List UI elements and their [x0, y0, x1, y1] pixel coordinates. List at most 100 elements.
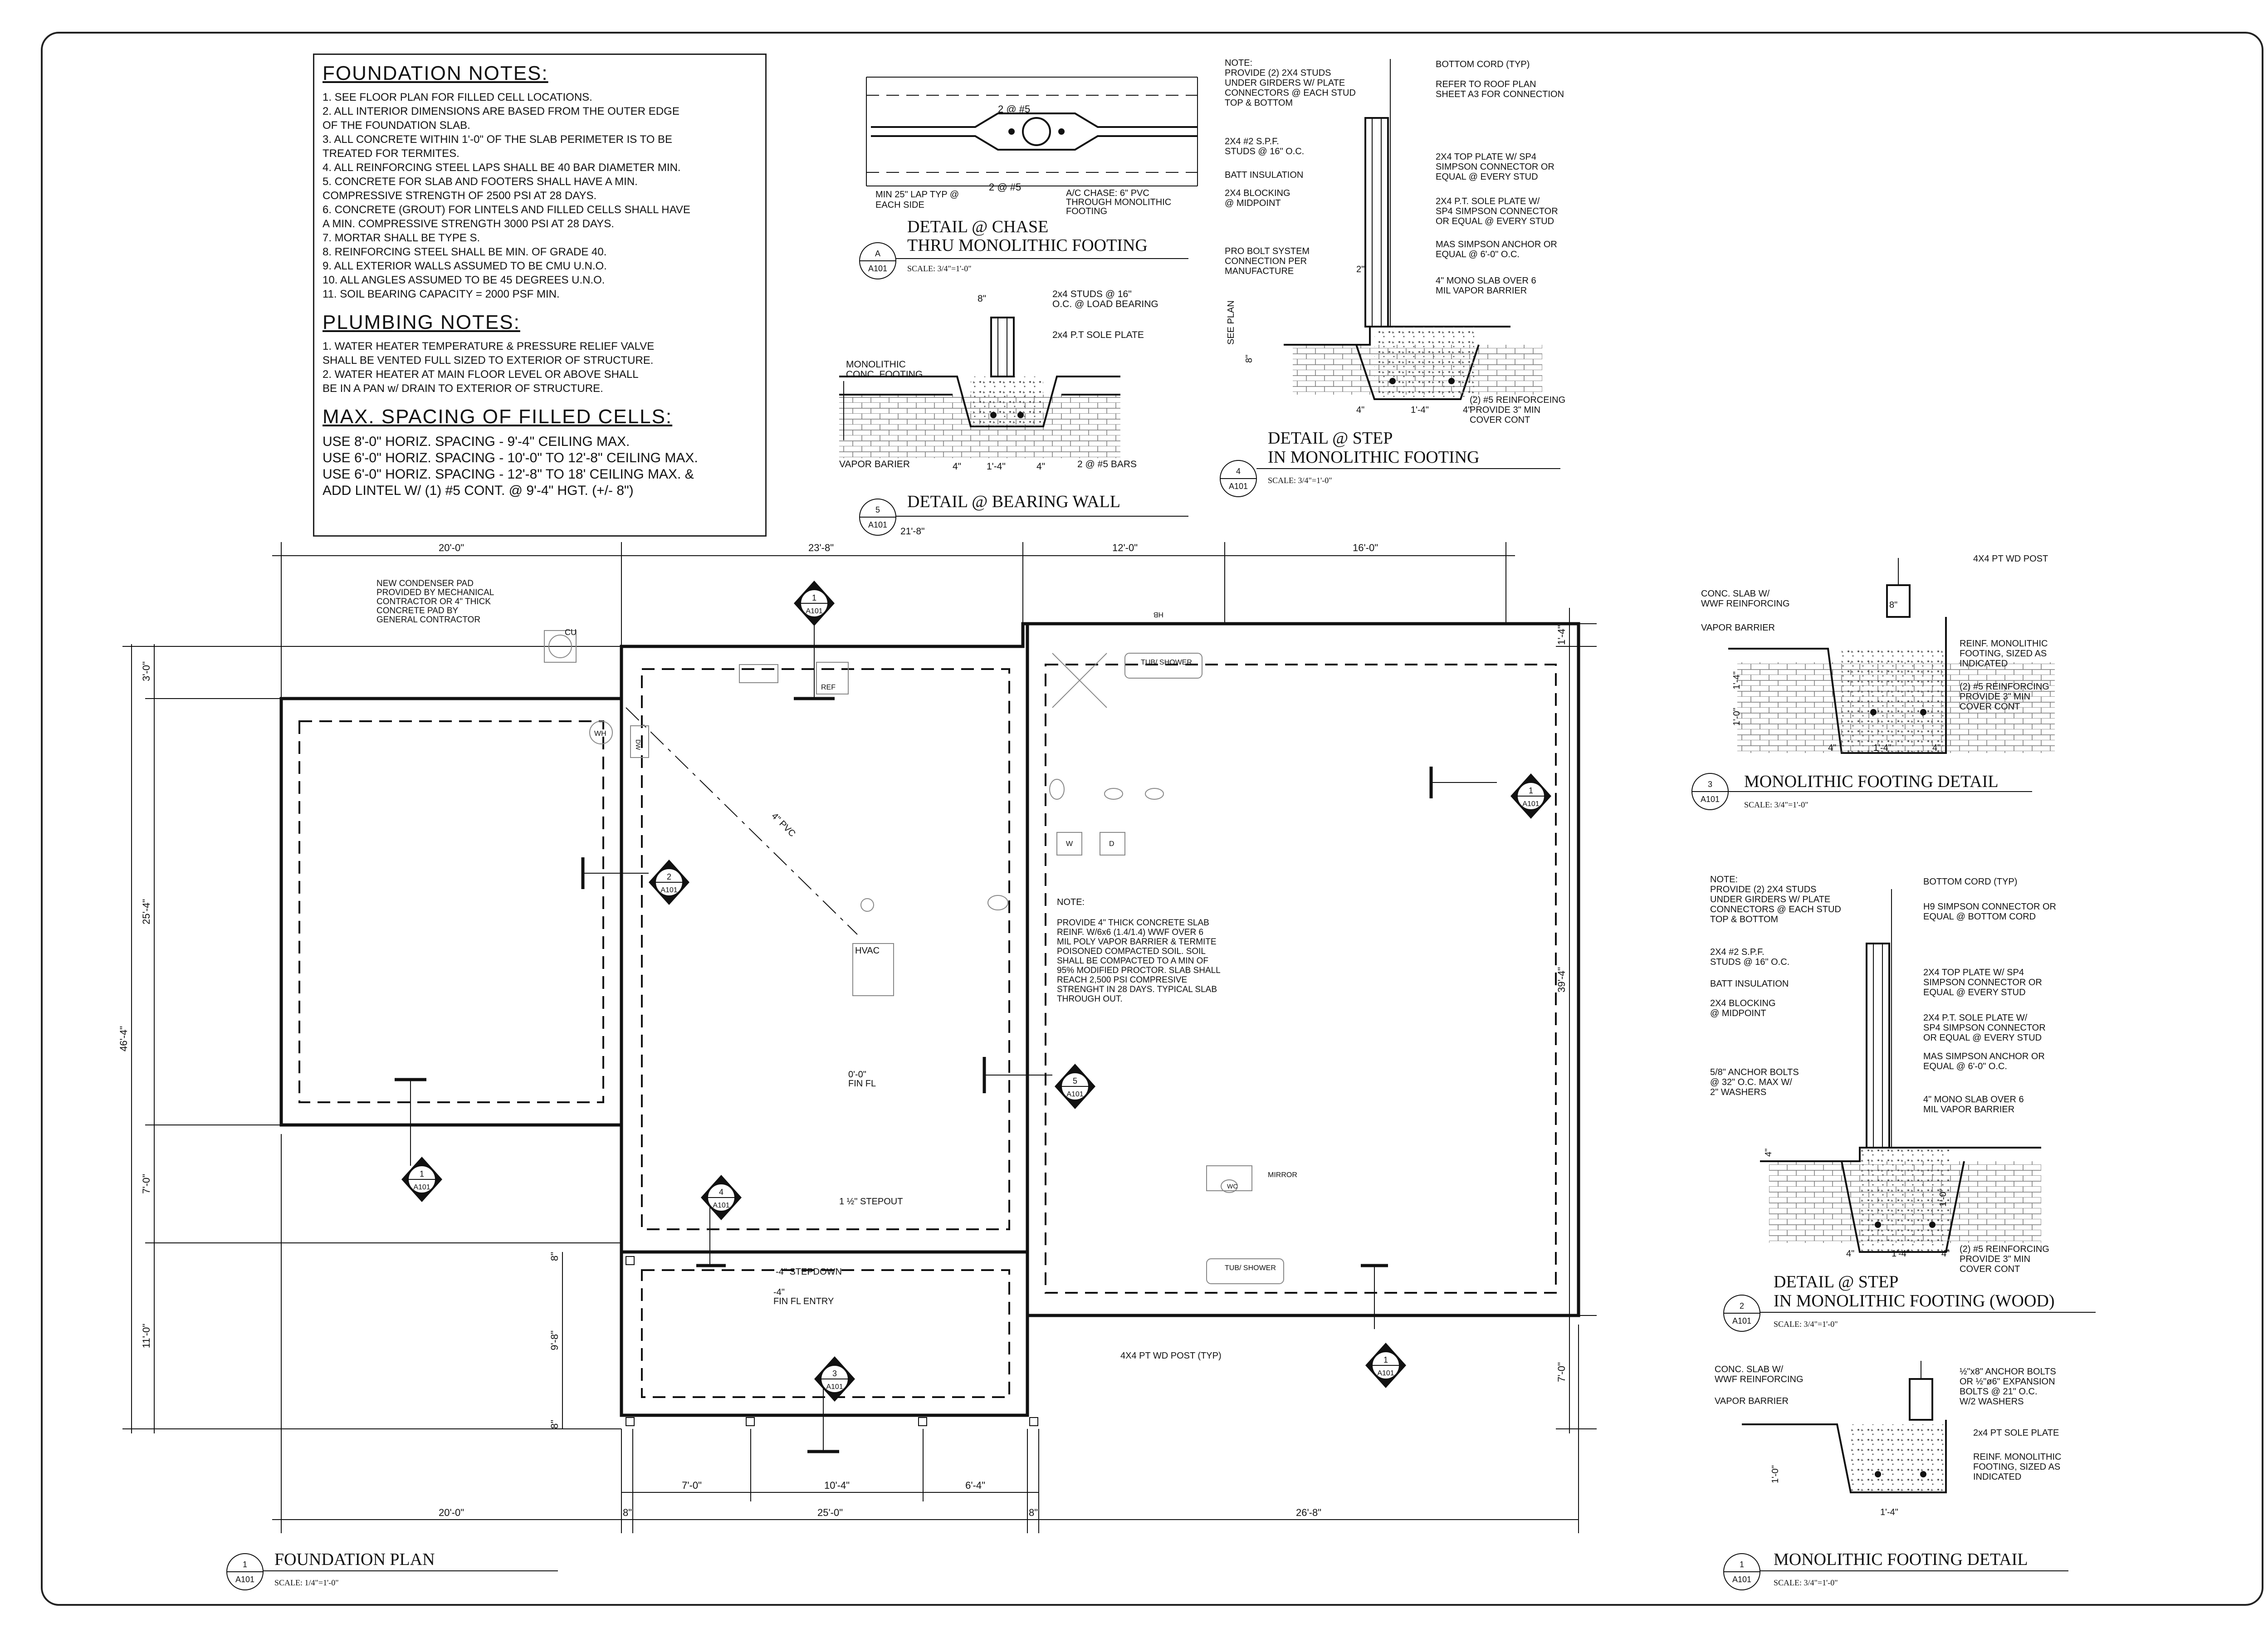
chase-label-1: 2 @ #5 — [989, 181, 1021, 193]
step-label-22: PROVIDE 3" MIN — [1470, 405, 1540, 415]
filled-cell-rule-3: ADD LINTEL W/ (1) #5 CONT. @ 9'-4" HGT. … — [323, 483, 634, 498]
step-label-13: OR EQUAL @ EVERY STUD — [1436, 216, 1554, 226]
step-label-10: EQUAL @ EVERY STUD — [1436, 172, 1538, 182]
step-label-17: MAS SIMPSON ANCHOR OR — [1436, 240, 1557, 249]
bearing-label-7: 4" — [953, 461, 961, 472]
condenser-note-0: NEW CONDENSER PAD — [376, 579, 474, 588]
plumbing-note-1: SHALL BE VENTED FULL SIZED TO EXTERIOR O… — [323, 354, 654, 367]
section-sheet-4: A101 — [413, 1183, 430, 1191]
wood-label-27: 1'-4" — [1892, 1249, 1910, 1259]
bearing-label-9: 4" — [1036, 461, 1045, 472]
mono3-label-4: 8" — [1889, 600, 1897, 610]
bottom-inner-dim-0: 7'-0" — [682, 1480, 702, 1491]
foundation-note-12: 9. ALL EXTERIOR WALLS ASSUMED TO BE CMU … — [323, 260, 607, 272]
filled-cells-title: MAX. SPACING OF FILLED CELLS: — [323, 406, 673, 428]
mono3-label-11: 1'-4" — [1732, 671, 1742, 689]
wood-label-10: EQUAL @ EVERY STUD — [1923, 988, 2026, 997]
wood-label-11: 2X4 P.T. SOLE PLATE W/ — [1923, 1013, 2028, 1023]
foundation-notes-list: 1. SEE FLOOR PLAN FOR FILLED CELL LOCATI… — [323, 90, 757, 301]
chase-title-1: DETAIL @ CHASE — [907, 217, 1048, 236]
foundation-note-14: 11. SOIL BEARING CAPACITY = 2000 PSF MIN… — [323, 288, 560, 300]
mono3-label-0: 4X4 PT WD POST — [1973, 554, 2048, 564]
plan-callout-num: 1 — [243, 1560, 247, 1569]
section-num-6: 3 — [832, 1369, 837, 1378]
step-label-9: SIMPSON CONNECTOR OR — [1436, 162, 1554, 172]
plan-title: FOUNDATION PLAN — [274, 1550, 435, 1569]
wood-label-22: PROVIDE 3" MIN — [1960, 1254, 2030, 1264]
mono1-label-6: W/2 WASHERS — [1960, 1397, 2024, 1407]
wood-label-9: SIMPSON CONNECTOR OR — [1923, 978, 2042, 988]
chase-scale: SCALE: 3/4"=1'-0" — [907, 264, 972, 273]
filled-cell-rule-2: USE 6'-0" HORIZ. SPACING - 12'-8" TO 18'… — [323, 467, 694, 482]
plumbing-notes-list: 1. WATER HEATER TEMPERATURE & PRESSURE R… — [323, 339, 757, 396]
plumbing-note-3: BE IN A PAN w/ DRAIN TO EXTERIOR OF STRU… — [323, 382, 603, 395]
mono1-callout-num: 1 — [1740, 1560, 1744, 1569]
filled-cells-list: USE 8'-0" HORIZ. SPACING - 9'-4" CEILING… — [323, 434, 757, 499]
mono3-label-13: 4" — [1828, 743, 1836, 753]
step-label-5: BATT INSULATION — [1225, 170, 1303, 180]
chase-label-3: EACH SIDE — [875, 200, 924, 210]
condenser-note-2: CONTRACTOR OR 4" THICK — [376, 597, 491, 606]
step-label-11: 2X4 P.T. SOLE PLATE W/ — [1436, 196, 1540, 206]
wood-callout-num: 2 — [1740, 1301, 1744, 1310]
wood-note-2: UNDER GIRDERS W/ PLATE — [1710, 895, 1830, 905]
section-sheet-5: A101 — [713, 1202, 729, 1209]
chase-label-6: FOOTING — [1066, 206, 1107, 216]
section-num-7: 1 — [1383, 1355, 1388, 1364]
wood-label-23: COVER CONT — [1960, 1264, 2020, 1274]
bearing-callout-num: 5 — [875, 505, 880, 514]
mono3-callout-sheet: A101 — [1701, 795, 1720, 804]
label-mirror: MIRROR — [1268, 1171, 1297, 1179]
plan-callout-sheet: A101 — [235, 1575, 254, 1584]
step-label-6: 2X4 BLOCKING — [1225, 188, 1290, 198]
bottom-inner-dim-2: 6'-4" — [965, 1480, 985, 1491]
inner-left-dim-2: 8" — [549, 1420, 560, 1429]
wood-label-3: 2X4 #2 S.P.F. — [1710, 947, 1765, 957]
wood-label-5: BATT INSULATION — [1710, 979, 1789, 989]
step-note-1: PROVIDE (2) 2X4 STUDS — [1225, 68, 1331, 78]
foundation-note-11: 8. REINFORCING STEEL SHALL BE MIN. OF GR… — [323, 246, 607, 258]
condenser-note-1: PROVIDED BY MECHANICAL — [376, 588, 494, 597]
step-label-2: SHEET A3 FOR CONNECTION — [1436, 89, 1564, 99]
mono3-label-3: VAPOR BARRIER — [1701, 623, 1775, 633]
slab-note-line-5: 95% MODIFIED PROCTOR. SLAB SHALL — [1057, 966, 1221, 975]
section-num-2: 1 — [1529, 786, 1533, 795]
chase-label-2: MIN 25" LAP TYP @ — [875, 190, 959, 200]
left-dim-1: 25'-4" — [141, 899, 152, 924]
foundation-note-1: 2. ALL INTERIOR DIMENSIONS ARE BASED FRO… — [323, 105, 679, 117]
mono3-label-7: INDICATED — [1960, 659, 2008, 669]
mono3-callout-num: 3 — [1708, 780, 1712, 789]
top-dim-1: 23'-8" — [808, 542, 834, 553]
mono1-scale: SCALE: 3/4"=1'-0" — [1774, 1578, 1838, 1587]
bearing-label-6: VAPOR BARIER — [839, 459, 910, 469]
wood-label-6: 2X4 BLOCKING — [1710, 998, 1776, 1008]
foundation-note-0: 1. SEE FLOOR PLAN FOR FILLED CELL LOCATI… — [323, 91, 592, 103]
top-dim-0: 20'-0" — [439, 542, 464, 553]
elev-main-label: FIN FL — [848, 1079, 876, 1089]
slab-note-line-4: SHALL BE COMPACTED TO A MIN OF — [1057, 956, 1208, 966]
wood-label-15: EQUAL @ 6'-0" O.C. — [1923, 1061, 2007, 1071]
mono1-label-3: ½"x8" ANCHOR BOLTS — [1960, 1367, 2056, 1377]
bottom-outer-dim-2: 25'-0" — [817, 1507, 843, 1518]
step-title-2: IN MONOLITHIC FOOTING — [1268, 448, 1480, 467]
wood-label-12: SP4 SIMPSON CONNECTOR — [1923, 1023, 2046, 1033]
foundation-note-3: 3. ALL CONCRETE WITHIN 1'-0" OF THE SLAB… — [323, 133, 673, 146]
label-tub-2: TUB/ SHOWER — [1225, 1264, 1276, 1272]
mono3-label-5: REINF. MONOLITHIC — [1960, 639, 2048, 649]
bottom-inner-dim-1: 10'-4" — [824, 1480, 850, 1491]
bearing-label-2: O.C. @ LOAD BEARING — [1052, 299, 1158, 309]
step-note-2: UNDER GIRDERS W/ PLATE — [1225, 78, 1345, 88]
bottom-outer-dim-4: 26'-8" — [1296, 1507, 1321, 1518]
bearing-callout-sheet: A101 — [868, 520, 887, 529]
step-label-19: 4" MONO SLAB OVER 6 — [1436, 276, 1536, 286]
label-hvac: HVAC — [855, 946, 880, 956]
mono3-label-15: 4" — [1932, 743, 1941, 753]
wood-label-24: 4" — [1764, 1149, 1774, 1157]
step-scale: SCALE: 3/4"=1'-0" — [1268, 476, 1332, 485]
mono1-title: MONOLITHIC FOOTING DETAIL — [1774, 1550, 2028, 1569]
step-label-4: STUDS @ 16" O.C. — [1225, 147, 1304, 156]
left-dim-2: 7'-0" — [141, 1174, 152, 1194]
bearing-label-8: 1'-4" — [987, 461, 1006, 472]
